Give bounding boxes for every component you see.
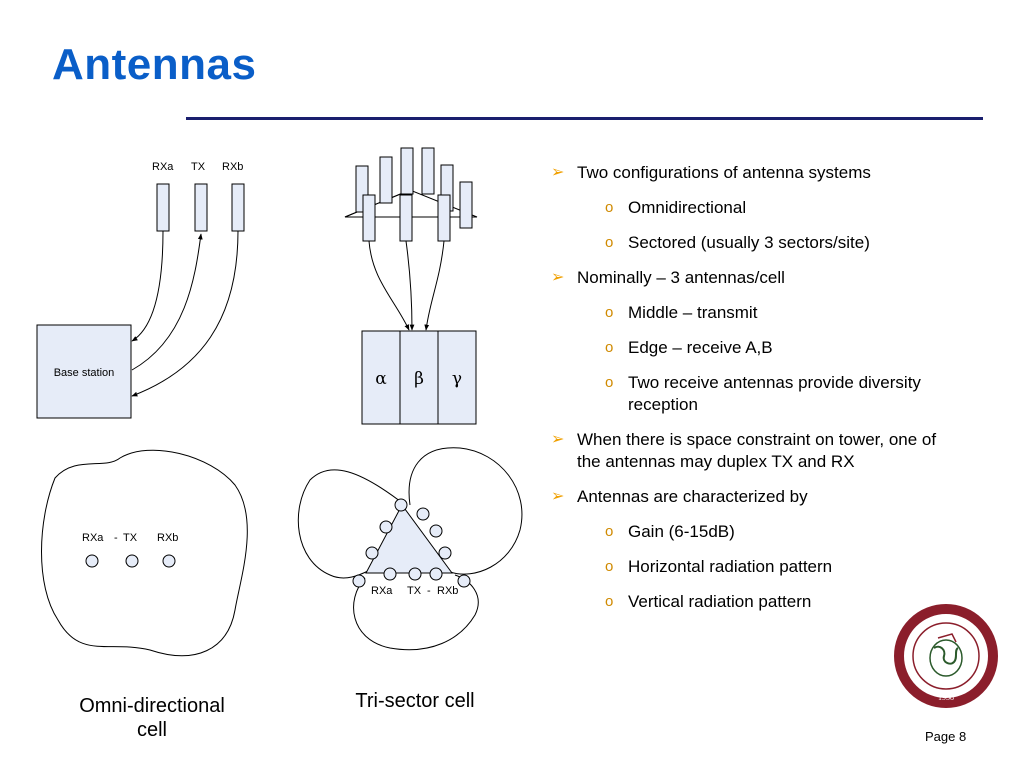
sector-alpha: α (375, 369, 387, 389)
arrow-bullet-icon: ➢ (551, 488, 565, 505)
circle-bullet-icon: o (605, 593, 614, 610)
omni-antenna-dot (85, 554, 99, 568)
arrow-bullet-icon: ➢ (551, 431, 565, 448)
sector-connector (368, 240, 410, 331)
circle-bullet-icon: o (605, 558, 614, 575)
antenna-tx (194, 183, 208, 232)
title-underline (186, 117, 983, 120)
circle-bullet-icon: o (605, 304, 614, 321)
tri-sector-antenna-dots (352, 498, 471, 588)
omni-antenna-label: RXa (152, 161, 174, 173)
omni-cell-label: TX (123, 532, 138, 544)
circle-bullet-icon: o (605, 234, 614, 251)
rxa-connector (131, 230, 164, 342)
bullet-item: ➢Antennas are characterized by (551, 487, 808, 506)
tri-cell-label: TX (407, 585, 422, 597)
slide-title: Antennas (52, 40, 257, 89)
omni-cell-label: - (114, 532, 118, 544)
omni-antenna-dot (162, 554, 176, 568)
bullet-item: ➢Nominally – 3 antennas/cell (551, 268, 785, 287)
base-station-label: Base station (54, 367, 115, 379)
tri-sector-caption: Tri-sector cell (355, 690, 475, 712)
antenna-rxa (156, 183, 170, 232)
tri-sector-triangle (365, 504, 453, 574)
omni-antenna-label: TX (191, 161, 206, 173)
rxb-connector (131, 230, 239, 397)
antenna-rxb (231, 183, 245, 232)
sector-gamma: γ (452, 369, 462, 389)
omni-cell-caption: Omni-directional cell (79, 695, 225, 741)
omni-cell-outline (41, 449, 248, 657)
tri-cell-label: - (427, 585, 431, 597)
bullet-item: ➢When there is space constraint on tower… (551, 430, 937, 471)
circle-bullet-icon: o (605, 339, 614, 356)
tri-sector-antennas (344, 147, 478, 242)
omni-antenna-dot (125, 554, 139, 568)
omni-antennas: RXa TX RXb (152, 161, 245, 232)
sector-beta: β (414, 369, 424, 389)
bullet-list: ➢Two configurations of antenna systems o… (551, 162, 951, 626)
arrow-bullet-icon: ➢ (551, 269, 565, 286)
bullet-item: ➢Two configurations of antenna systems (551, 163, 871, 182)
sector-connector (424, 240, 445, 331)
sector-connector (405, 240, 415, 331)
circle-bullet-icon: o (605, 199, 614, 216)
svg-text:1958: 1958 (938, 693, 954, 702)
page-number: Page 8 (925, 729, 967, 744)
omni-antenna-label: RXb (222, 161, 243, 173)
sector-box (361, 330, 477, 425)
tri-cell-label: RXb (437, 585, 458, 597)
omni-cell-label: RXa (82, 532, 104, 544)
omni-cell-label: RXb (157, 532, 178, 544)
tx-connector (131, 233, 203, 371)
arrow-bullet-icon: ➢ (551, 164, 565, 181)
tri-sector-cell-outline (297, 447, 523, 651)
university-seal-icon: 1958 (894, 604, 998, 708)
circle-bullet-icon: o (605, 374, 614, 391)
base-station-box (36, 324, 132, 419)
tri-cell-label: RXa (371, 585, 393, 597)
circle-bullet-icon: o (605, 523, 614, 540)
